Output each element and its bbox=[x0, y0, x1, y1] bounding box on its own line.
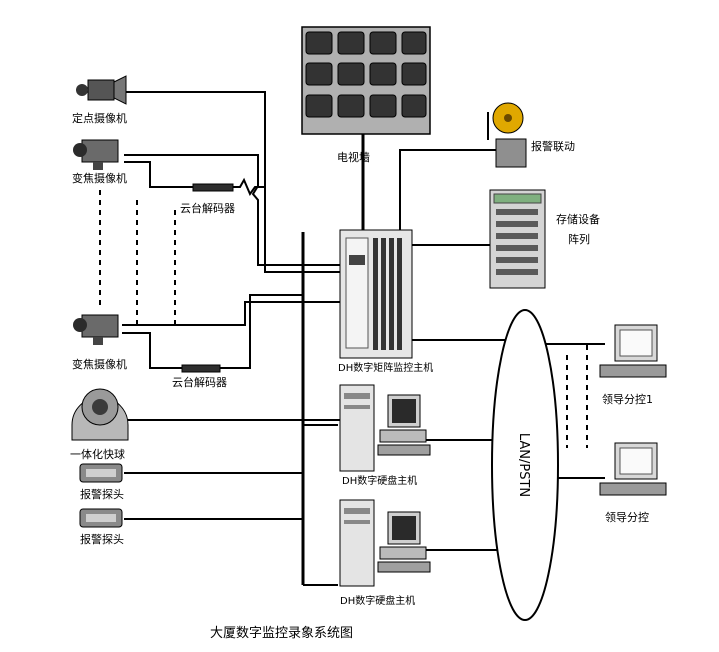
network-label: LAN/PSTN bbox=[516, 433, 531, 497]
network-cloud: LAN/PSTN bbox=[491, 309, 559, 621]
diagram-title: 大厦数字监控录象系统图 bbox=[210, 626, 353, 641]
storage-array: 存储设备 阵列 bbox=[489, 189, 600, 289]
connection-lines bbox=[99, 91, 605, 586]
ptz-decoder-2-label: 云台解码器 bbox=[172, 375, 227, 389]
speed-dome: 一体化快球 bbox=[70, 388, 129, 461]
tv-wall-label: 电视墙 bbox=[337, 150, 370, 164]
ptz-decoder-1-label: 云台解码器 bbox=[180, 201, 235, 215]
zoom-camera-2: 变焦摄像机 bbox=[72, 314, 127, 371]
fixed-camera-label: 定点摄像机 bbox=[72, 111, 127, 125]
zoom-camera-2-label: 变焦摄像机 bbox=[72, 357, 127, 371]
zoom-camera-1: 变焦摄像机 bbox=[72, 139, 127, 185]
zoom-camera-1-label: 变焦摄像机 bbox=[72, 171, 127, 185]
leader-client-2-label: 领导分控 bbox=[605, 510, 649, 524]
tv-wall: 电视墙 bbox=[301, 26, 431, 164]
alarm-probe-1: 报警探头 bbox=[79, 463, 124, 501]
matrix-host-label: DH数字矩阵监控主机 bbox=[338, 361, 433, 374]
matrix-host: DH数字矩阵监控主机 bbox=[338, 229, 433, 374]
alarm-probe-1-label: 报警探头 bbox=[80, 487, 124, 501]
speed-dome-label: 一体化快球 bbox=[70, 447, 125, 461]
dvr-host-2: DH数字硬盘主机 bbox=[339, 499, 431, 607]
leader-client-2: 领导分控 bbox=[599, 442, 667, 524]
alarm-linkage-label: 报警联动 bbox=[531, 139, 575, 153]
alarm-probe-2: 报警探头 bbox=[79, 508, 124, 546]
ptz-decoder-1: 云台解码器 bbox=[180, 183, 235, 215]
ptz-decoder-2: 云台解码器 bbox=[172, 364, 227, 389]
dvr-host-1: DH数字硬盘主机 bbox=[339, 384, 431, 487]
leader-client-1-label: 领导分控1 bbox=[602, 392, 653, 406]
storage-label-1: 存储设备 bbox=[556, 212, 600, 226]
storage-label-2: 阵列 bbox=[568, 232, 590, 246]
alarm-linkage: 报警联动 bbox=[487, 102, 575, 168]
alarm-probe-2-label: 报警探头 bbox=[80, 532, 124, 546]
dvr-host-1-label: DH数字硬盘主机 bbox=[342, 474, 417, 487]
leader-client-1: 领导分控1 bbox=[599, 324, 667, 406]
dvr-host-2-label: DH数字硬盘主机 bbox=[340, 594, 415, 607]
fixed-camera: 定点摄像机 bbox=[72, 75, 127, 125]
